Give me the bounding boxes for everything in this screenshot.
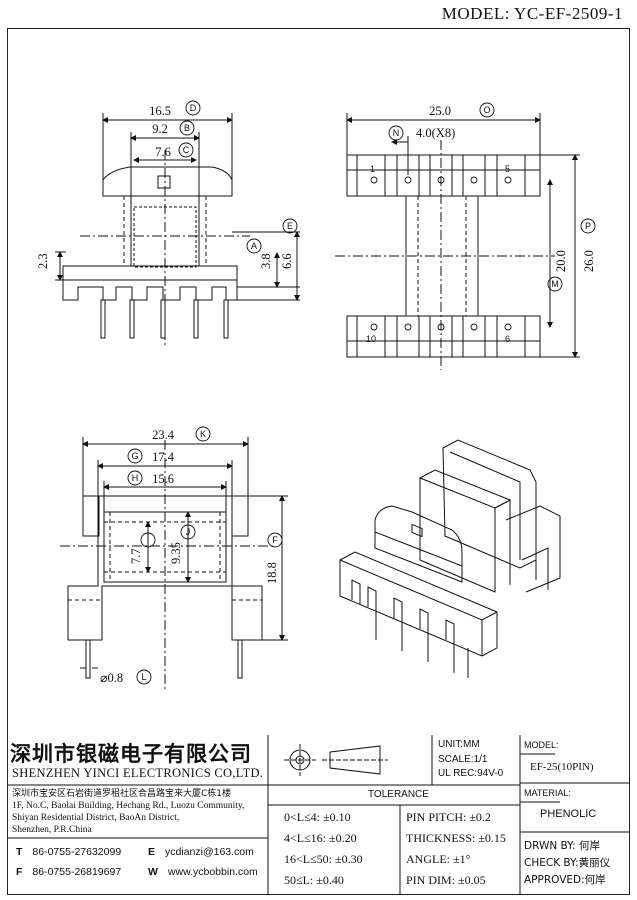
marker-n: N: [393, 128, 400, 138]
fax-number: 86-0755-26819697: [32, 866, 122, 878]
marker-b: B: [184, 123, 190, 133]
dim-e: 6.6: [280, 253, 294, 269]
side-view: [60, 437, 288, 690]
scale-label: SCALE:1/1: [438, 754, 488, 765]
email-address: ycdianzi@163.com: [165, 846, 254, 858]
dim-h: 15.6: [152, 472, 174, 486]
contact-fax: F 86-0755-26819697: [16, 866, 121, 878]
dim-f: 18.8: [265, 562, 279, 584]
pin-6-label: 6: [505, 334, 510, 344]
tolerance-right-4: PIN DIM: ±0.05: [406, 873, 486, 887]
material-value: PHENOLIC: [540, 808, 597, 820]
tolerance-right-1: PIN PITCH: ±0.2: [406, 810, 491, 824]
isometric-view: [339, 439, 561, 678]
tolerance-left-2: 4<L≤16: ±0.20: [284, 831, 357, 845]
marker-j: J: [186, 527, 191, 537]
marker-c: C: [183, 145, 190, 155]
ul-rec-label: UL REC:94V-0: [438, 768, 504, 779]
material-label: MATERIAL:: [524, 788, 571, 798]
dim-b: 9.2: [152, 122, 168, 136]
pin-10-label: 10: [366, 334, 376, 344]
checked-by: CHECK BY:黄丽仪: [524, 857, 611, 869]
top-view: [335, 113, 580, 370]
web-letter: W: [148, 866, 158, 878]
model-title: MODEL: YC-EF-2509-1: [441, 4, 623, 23]
marker-g: G: [131, 451, 138, 461]
tolerance-title: TOLERANCE: [368, 789, 429, 800]
dim-d: 16.5: [149, 104, 171, 118]
tolerance-left-4: 50≤L: ±0.40: [284, 873, 344, 887]
tolerance-right-3: ANGLE: ±1°: [406, 852, 471, 866]
company-name-en: SHENZHEN YINCI ELECTRONICS CO,LTD.: [12, 766, 264, 780]
front-view: [55, 113, 300, 345]
marker-i: I: [147, 535, 150, 545]
tolerance-right-2: THICKNESS: ±0.15: [406, 831, 506, 845]
address-line-4: Shenzhen, P.R.China: [12, 825, 92, 835]
tel-letter: T: [16, 846, 23, 858]
dim-k: 23.4: [152, 428, 175, 442]
model-label: MODEL:: [524, 740, 559, 750]
dim-j: 9.35: [169, 542, 183, 564]
dim-a: 3.8: [259, 253, 273, 269]
marker-p: P: [585, 221, 591, 231]
marker-d: D: [190, 103, 197, 113]
model-value: EF-25(10PIN): [530, 761, 594, 773]
address-line-1: 深圳市宝安区石岩街道罗租社区合昌路宝来大厦C栋1楼: [12, 789, 232, 799]
dim-o: 25.0: [429, 104, 451, 118]
marker-e: E: [287, 221, 293, 231]
company-name-cn: 深圳市银磁电子有限公司: [10, 742, 252, 766]
contact-tel: T 86-0755-27632099: [16, 846, 121, 858]
fax-letter: F: [16, 866, 23, 878]
marker-h: H: [132, 473, 139, 483]
marker-f: F: [272, 535, 278, 545]
approved-by: APPROVED:何岸: [524, 874, 606, 886]
dim-2-3: 2.3: [36, 253, 50, 269]
marker-o: O: [483, 105, 490, 115]
unit-label: UNIT:MM: [438, 739, 480, 750]
dim-n: 4.0(X8): [416, 126, 455, 140]
marker-l: L: [141, 672, 146, 682]
title-block-lines: [7, 735, 630, 895]
address-line-2: 1F, No.C, Baolai Building, Hechang Rd., …: [12, 801, 245, 811]
marker-k: K: [200, 429, 206, 439]
dim-m: 20.0: [554, 250, 568, 272]
email-letter: E: [148, 846, 156, 858]
web-address: www.ycbobbin.com: [167, 866, 258, 878]
dim-l: ⌀0.8: [100, 671, 123, 685]
pin-1-label: 1: [370, 164, 375, 174]
marker-a: A: [251, 241, 257, 251]
marker-m: M: [551, 279, 559, 289]
pin-5-label: 5: [505, 164, 510, 174]
dim-c: 7.6: [155, 145, 171, 159]
drawn-by: DRWN BY: 何岸: [524, 840, 601, 852]
dim-p: 26.0: [582, 250, 596, 272]
tolerance-left-1: 0<L≤4: ±0.10: [284, 810, 351, 824]
dim-i: 7.7: [129, 548, 143, 564]
tolerance-left-3: 16<L≤50: ±0.30: [284, 852, 363, 866]
tel-number: 86-0755-27632099: [32, 846, 122, 858]
dim-g: 17.4: [152, 450, 175, 464]
drawing-frame: [7, 28, 630, 895]
address-line-3: Shiyan Residential District, BaoAn Distr…: [12, 813, 180, 823]
